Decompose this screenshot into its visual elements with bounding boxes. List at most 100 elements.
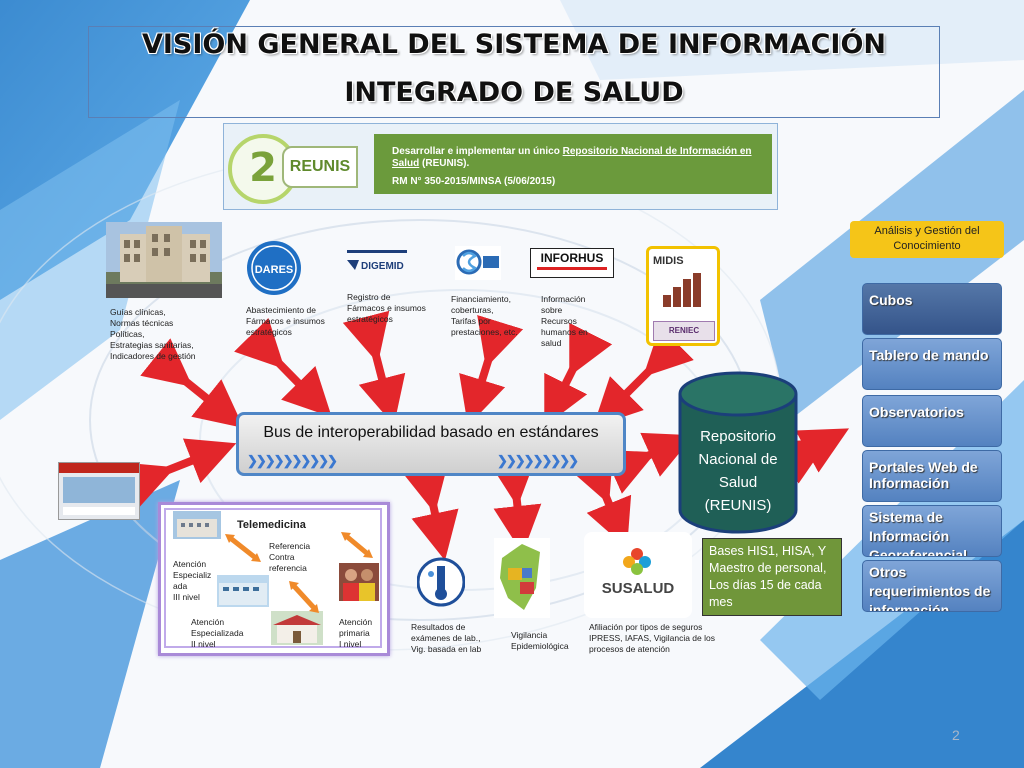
arrow-midis [593,326,694,427]
vigilancia-label: Vigilancia Epidemiológica [511,630,569,652]
vigilancia-line: Epidemiológica [511,641,569,651]
banner-text-link: Repositorio Nacional de Información en S… [392,146,752,169]
susalud-logo: SUSALUD [584,532,692,618]
arrow-lab [401,461,459,561]
vigilancia-logo [494,538,550,618]
inforhus-line: Recursos [541,316,577,326]
telemedicina-box: Telemedicina Referencia Contra referenci… [158,502,390,656]
digemid-logo-text: DIGEMID [361,261,404,272]
arrow-vig [488,456,542,554]
arrow-dares [234,318,332,418]
digemid-label: Registro de Fármacos e insumos estratégi… [347,292,426,325]
repository-cylinder [678,371,798,534]
susalud-flower-icon [623,548,651,575]
telemedicina-arrows [225,532,373,613]
guias-line: Estrategias sanitarias, [110,340,194,350]
guias-line: Guías clínicas, [110,307,166,317]
inforhus-label: Información sobre Recursos humanos en sa… [541,294,588,349]
tablero-button[interactable]: Tablero de mando [862,338,1002,390]
arrow-digemid [342,310,406,426]
bus-chevrons-right: ❯❯❯❯❯❯❯❯❯ [497,453,579,468]
midis-logo-art [663,273,701,307]
referencia-line: Contra [269,552,295,562]
observatorios-button[interactable]: Observatorios [862,395,1002,447]
sis-label: Financiamiento, coberturas, Tarifas por … [451,294,518,338]
referencia-label: Referencia Contra referencia [269,541,310,574]
lab-label: Resultados de exámenes de lab., Vig. bas… [411,622,481,655]
atencion-iii-label: Atención Especializ ada III nivel [173,559,211,603]
sis-line: Financiamiento, [451,294,512,304]
atencion-i-label: Atención primaria I nivel [339,617,372,650]
reunis-banner: 2 REUNIS Desarrollar e implementar un ún… [223,123,778,210]
atencion-i-line: primaria [339,628,370,638]
lab-line: Vig. basada en lab [411,644,482,654]
reniec-logo-text: RENIEC [653,321,715,341]
atencion-iii-line: Especializ [173,570,212,580]
atencion-i-line: I nivel [339,639,362,649]
inforhus-logo-text: INFORHUS [540,251,604,265]
atencion-ii-label: Atención Especializada II nivel [191,617,243,650]
sis-line: Tarifas por [451,316,491,326]
lab-line: exámenes de lab., [411,633,481,643]
inforhus-line: sobre [541,305,563,315]
banner-text-prefix: Desarrollar e implementar un único [392,146,563,157]
atencion-iii-line: ada [173,581,188,591]
digemid-logo: DIGEMID [345,248,411,272]
atencion-ii-line: Atención [191,617,225,627]
cubos-button[interactable]: Cubos [862,283,1002,335]
susalud-line: procesos de atención [589,644,670,654]
banner-text-suffix: (REUNIS). [419,158,470,169]
atencion-iii-line: III nivel [173,592,200,602]
portales-button[interactable]: Portales Web de Información [862,450,1002,502]
dares-logo: DARES [247,241,301,295]
portal-screenshot [58,462,140,520]
banner-strip [374,134,772,194]
portal-footer [63,507,135,515]
title-box: VISIÓN GENERAL DEL SISTEMA DE INFORMACIÓ… [88,26,940,118]
guias-line: Normas técnicas [110,318,174,328]
susalud-line: IPRESS, IAFAS, Vigilancia de los [589,633,715,643]
susalud-label: Afiliación por tipos de seguros IPRESS, … [589,622,715,655]
title-line-1: VISIÓN GENERAL DEL SISTEMA DE INFORMACIÓ… [141,29,886,60]
portal-hero [63,477,135,503]
otros-button[interactable]: Otros requerimientos de información [862,560,1002,612]
health-center-photo [271,611,323,645]
atencion-iii-line: Atención [173,559,207,569]
susalud-logo-text: SUSALUD [601,580,675,597]
banner-text: Desarrollar e implementar un único Repos… [392,146,772,170]
dares-line: Fármacos e insumos [246,316,325,326]
digemid-line: estratégicos [347,314,393,324]
vigilancia-line: Vigilancia [511,630,548,640]
guias-line: Indicadores de gestión [110,351,196,361]
dares-line: estratégicos [246,327,292,337]
repository-line: Nacional de [698,451,778,468]
referencia-line: referencia [269,563,307,573]
atencion-i-line: Atención [339,617,373,627]
inforhus-line: Información [541,294,586,304]
sis-logo [455,246,501,280]
bus-chevrons-left: ❯❯❯❯❯❯❯❯❯❯ [247,453,338,468]
guias-label: Guías clínicas, Normas técnicas Política… [110,307,196,362]
banner-badge: REUNIS [282,146,358,188]
susalud-line: Afiliación por tipos de seguros [589,622,703,632]
midis-logo-text: MIDIS [653,255,684,267]
telemedicina-title: Telemedicina [237,519,306,531]
title-line-2: INTEGRADO DE SALUD [344,77,684,108]
dares-line: Abastecimiento de [246,305,316,315]
sis-line: coberturas, [451,305,494,315]
inforhus-line: salud [541,338,562,348]
georeferencial-button[interactable]: Sistema de Información Georeferencial [862,505,1002,557]
inforhus-logo-bar [537,267,607,270]
portal-topbar [59,463,139,473]
banner-rm: RM N° 350-2015/MINSA (5/06/2015) [392,176,556,187]
analysis-header: Análisis y Gestión del Conocimiento [850,221,1004,258]
arrow-inforhus [544,322,613,427]
arrow-left-portal [121,438,237,508]
atencion-ii-line: Especializada [191,628,244,638]
sis-line: prestaciones, etc. [451,327,518,337]
bases-box: Bases HIS1, HISA, Y Maestro de personal,… [702,538,842,616]
referencia-line: Referencia [269,541,311,551]
hospital-photo [106,222,222,298]
arrow-sis [459,314,524,426]
